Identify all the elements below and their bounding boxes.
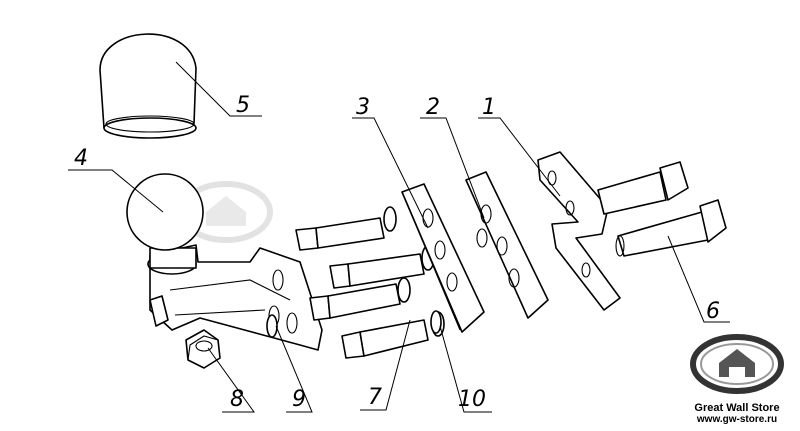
callout-3: 3 xyxy=(356,95,370,120)
callout-1: 1 xyxy=(482,95,496,120)
callout-4: 4 xyxy=(74,146,88,171)
part-1-bracket xyxy=(537,151,621,311)
callout-8: 8 xyxy=(230,387,244,412)
bolt-mid-left xyxy=(329,245,435,289)
bolt-upper-left xyxy=(295,206,397,251)
callout-10: 10 xyxy=(458,387,486,412)
part-10-washer xyxy=(430,310,442,334)
part-7-bolt xyxy=(341,311,445,359)
brand-url[interactable]: www.gw-store.ru xyxy=(696,414,778,425)
great-wall-emblem-icon xyxy=(690,334,784,394)
great-wall-store-logo: Great Wall Store www.gw-store.ru xyxy=(682,333,792,425)
callout-7: 7 xyxy=(368,385,382,410)
part-8-nut xyxy=(185,329,221,369)
part-5-ball-cap xyxy=(99,33,197,139)
part-4-tow-bar xyxy=(126,173,323,351)
part-6-bolt-upper xyxy=(597,161,689,215)
part-6-bolt-lower xyxy=(615,199,727,257)
callout-9: 9 xyxy=(292,387,306,412)
part-9-washer xyxy=(266,314,278,338)
brand-name: Great Wall Store xyxy=(694,402,780,414)
callout-6: 6 xyxy=(706,299,720,324)
callout-2: 2 xyxy=(426,95,440,120)
part-3-plate xyxy=(401,183,485,333)
callout-5: 5 xyxy=(236,93,250,118)
part-2-plate xyxy=(465,171,549,319)
leader-lines xyxy=(68,61,730,413)
bolt-lower-left xyxy=(309,277,411,321)
